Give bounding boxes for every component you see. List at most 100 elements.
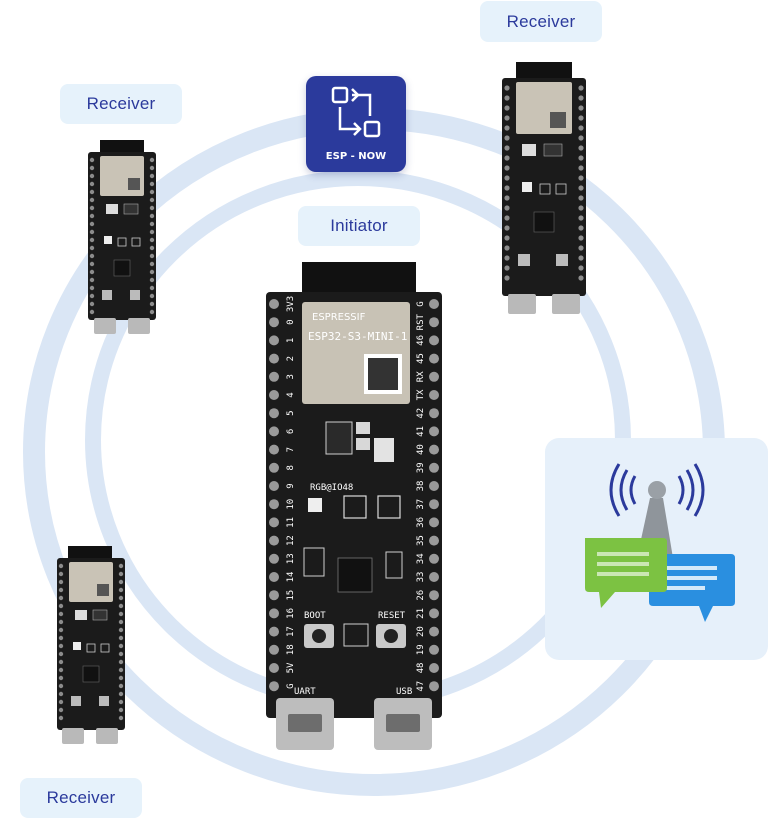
pin-label-right: 21	[416, 608, 426, 619]
receiver-label-top-right: Receiver	[480, 1, 602, 42]
pin-label-left: 15	[286, 590, 296, 601]
header-pin	[429, 444, 439, 455]
pin-label-left: 5	[286, 410, 296, 415]
pin-label-left: 17	[286, 626, 296, 637]
receiver-board-top-left	[84, 140, 160, 340]
header-pin	[269, 353, 279, 364]
pin-label-left: 14	[286, 572, 296, 583]
pin-label-left: 12	[286, 535, 296, 546]
module-name: ESP32-S3-MINI-1	[308, 330, 407, 343]
header-pin	[429, 390, 439, 400]
header-pin	[429, 408, 439, 419]
swap-arrows-icon	[331, 86, 381, 138]
header-pin	[269, 644, 279, 655]
pin-label-right: 38	[416, 481, 426, 492]
pin-label-left: 10	[286, 499, 296, 510]
pin-label-right: 19	[416, 644, 426, 655]
pin-label-right: 45	[416, 353, 426, 364]
boot-label: BOOT	[304, 611, 326, 621]
pin-label-left: 7	[286, 447, 296, 452]
rgb-led	[308, 498, 322, 512]
header-pin	[429, 299, 439, 309]
pin-label-right: RX	[416, 371, 426, 382]
pin-label-right: 47	[416, 681, 426, 692]
header-pin	[269, 444, 279, 455]
header-pin	[269, 426, 279, 437]
pin-label-left: 6	[286, 429, 296, 434]
header-pin	[269, 462, 279, 473]
header-pin	[269, 517, 279, 528]
header-pin	[429, 535, 439, 546]
header-pin	[429, 608, 439, 619]
header-pin	[269, 608, 279, 619]
header-pin	[269, 371, 279, 382]
header-pin	[269, 590, 279, 601]
pin-label-right: 35	[416, 535, 426, 546]
pin-label-right: 33	[416, 572, 426, 583]
module-brand: ESPRESSIF	[312, 312, 366, 323]
header-pin	[269, 535, 279, 546]
pin-label-left: 8	[286, 465, 296, 470]
pin-label-right: G	[416, 301, 426, 306]
header-pin	[269, 335, 279, 346]
initiator-board: ESPRESSIF ESP32-S3-MINI-1 RGB@IO48 BOOT …	[264, 262, 444, 756]
header-pin	[269, 626, 279, 637]
espnow-label: ESP - NOW	[325, 151, 387, 162]
espnow-icon: ESP - NOW	[306, 76, 406, 172]
pin-label-right: 34	[416, 553, 426, 564]
header-pin	[429, 426, 439, 437]
pin-label-right: 46	[416, 335, 426, 346]
header-pin	[269, 499, 279, 510]
pin-label-right: 41	[416, 426, 426, 437]
header-pin	[429, 462, 439, 473]
reset-label: RESET	[378, 611, 406, 621]
pin-label-right: RST	[416, 313, 426, 330]
antenna-chat-icon	[585, 463, 735, 622]
header-pin	[429, 681, 439, 692]
header-pin	[429, 353, 439, 364]
pin-label-left: 5V	[286, 662, 296, 673]
pin-label-left: 2	[286, 356, 296, 361]
pin-label-left: 1	[286, 338, 296, 343]
header-pin	[429, 626, 439, 637]
pin-label-left: G	[286, 683, 296, 688]
header-pin	[429, 317, 439, 328]
header-pin	[269, 317, 279, 328]
header-pin	[429, 517, 439, 528]
pin-label-left: 13	[286, 553, 296, 564]
header-pin	[429, 481, 439, 491]
rgb-label: RGB@IO48	[310, 483, 353, 493]
receiver-board-bottom-left	[54, 546, 128, 750]
header-pin	[269, 390, 279, 400]
pin-label-right: 42	[416, 408, 426, 419]
header-pin	[429, 644, 439, 655]
pin-label-left: 0	[286, 319, 296, 324]
header-pin	[429, 553, 439, 564]
pin-label-right: 26	[416, 590, 426, 601]
initiator-label: Initiator	[298, 206, 420, 246]
pin-label-left: 18	[286, 644, 296, 655]
receiver-label-bottom-left: Receiver	[20, 778, 142, 818]
pin-label-left: 3V3	[286, 296, 296, 312]
pin-label-right: 39	[416, 462, 426, 473]
header-pin	[269, 481, 279, 491]
wireless-chat-card	[545, 438, 768, 660]
header-pin	[429, 335, 439, 346]
header-pin	[269, 299, 279, 309]
header-pin	[269, 572, 279, 582]
pin-label-left: 9	[286, 483, 296, 488]
usb-label: USB	[396, 687, 412, 697]
header-pin	[429, 590, 439, 601]
header-pin	[429, 572, 439, 582]
pin-label-right: 37	[416, 499, 426, 510]
pin-label-right: TX	[416, 389, 426, 400]
receiver-label-top-left: Receiver	[60, 84, 182, 124]
header-pin	[429, 663, 439, 673]
header-pin	[269, 681, 279, 692]
uart-label: UART	[294, 687, 316, 697]
pin-label-left: 16	[286, 608, 296, 619]
header-pin	[269, 553, 279, 564]
header-pin	[269, 408, 279, 419]
pin-label-right: 20	[416, 626, 426, 637]
